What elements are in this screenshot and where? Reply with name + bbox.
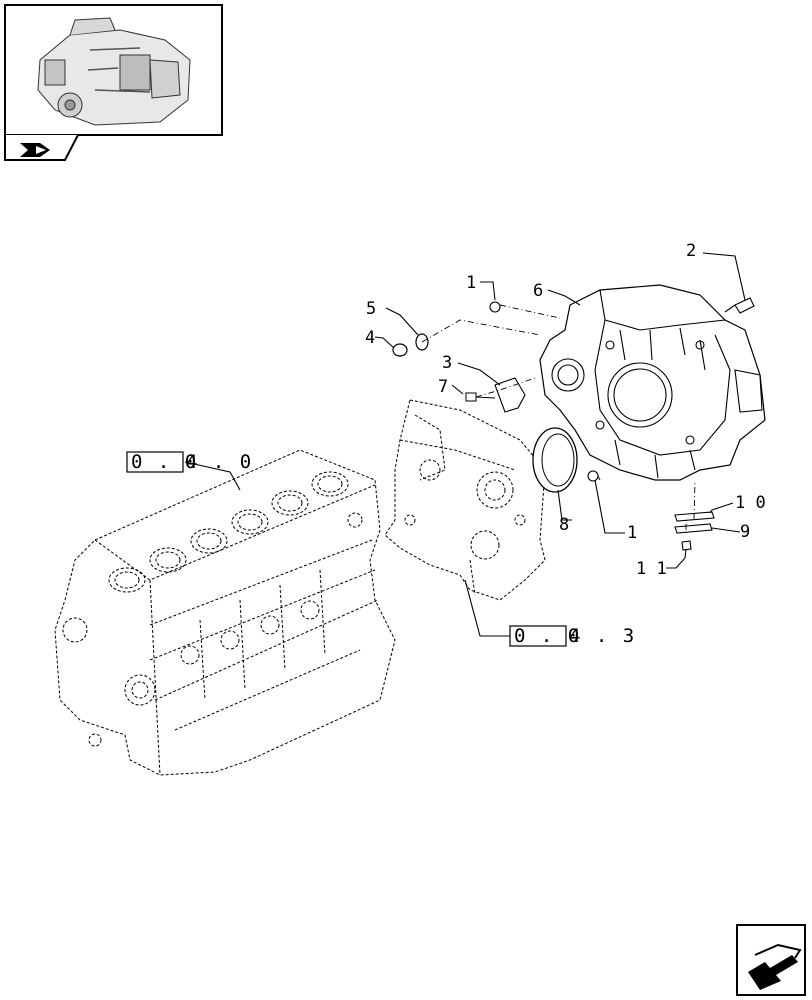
book-arrow-icon [20, 143, 50, 157]
plug-1-bottom [587, 470, 599, 482]
callout-9: 9 [740, 522, 750, 542]
timing-gear-plate [384, 399, 546, 601]
flywheel-housing [539, 284, 766, 481]
leader-lines [184, 252, 746, 637]
engine-block [54, 449, 396, 776]
screw-7 [465, 392, 496, 402]
cover-plate [494, 377, 526, 413]
plug-1-top [489, 301, 501, 313]
reference-cover-rest: 4 . 3 [569, 625, 636, 647]
reference-block[interactable]: 0 . 0 4 . 0 [126, 451, 253, 473]
engine-thumbnail [4, 4, 223, 161]
callout-3: 3 [442, 353, 452, 373]
screw-11 [681, 540, 692, 559]
gasket-9 [674, 523, 713, 534]
callout-1-top: 1 [466, 273, 476, 293]
assembly-lines [421, 304, 696, 530]
plug-4 [392, 343, 408, 357]
reference-block-boxed: 0 . 0 [131, 451, 198, 473]
callout-10: 1 0 [735, 493, 766, 513]
callout-7: 7 [438, 377, 448, 397]
callout-6: 6 [533, 281, 543, 301]
reference-block-rest: 4 . 0 [186, 451, 253, 473]
next-page-button[interactable] [736, 924, 806, 996]
seal-ring [532, 427, 578, 493]
callout-8: 8 [559, 515, 569, 535]
reference-cover-boxed: 0 . 0 [514, 625, 581, 647]
bolt-2 [724, 297, 755, 314]
next-page-arrow-icon [748, 943, 802, 990]
callout-5: 5 [366, 299, 376, 319]
callout-1-bottom: 1 [627, 523, 637, 543]
callout-11: 1 1 [636, 559, 667, 579]
engine-thumbnail-icon [37, 17, 191, 126]
callout-4: 4 [365, 328, 375, 348]
reference-cover[interactable]: 0 . 0 4 . 3 [509, 625, 636, 647]
callout-2: 2 [686, 241, 696, 261]
